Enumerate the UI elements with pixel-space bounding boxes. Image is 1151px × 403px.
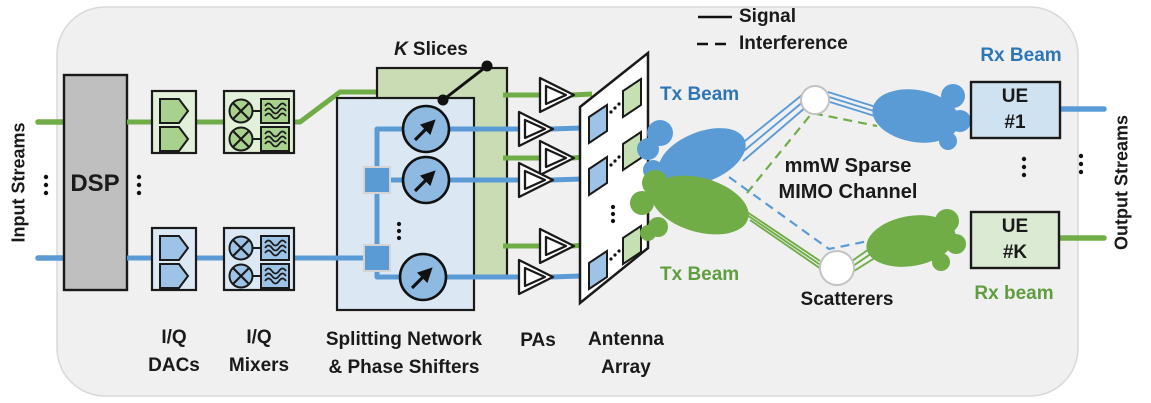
antenna-array-label: Antenna Array (588, 326, 664, 382)
channel-line1: mmW Sparse (784, 155, 912, 177)
k-slices-suffix: Slices (412, 38, 468, 60)
splitting-line1: Splitting Network (325, 329, 483, 350)
signal-lines-blue (734, 91, 879, 162)
antenna-array-panel (578, 50, 650, 306)
pa-triangle-icon (517, 258, 555, 296)
system-container-panel (56, 6, 1079, 397)
splitter-square (363, 166, 391, 194)
scatterer-circle (800, 85, 830, 115)
green-chain-line (127, 89, 382, 125)
pa-triangle-icon (517, 110, 555, 148)
mixer-circle-x-icon (228, 126, 261, 152)
splitter-square (363, 244, 391, 272)
dsp-block (62, 73, 129, 292)
dac-pentagon-icon (159, 98, 190, 124)
iq-mixer-box-blue (222, 226, 296, 292)
splitting-box-ellipsis (396, 221, 402, 241)
tx-beam-bottom-label: Tx Beam (660, 264, 740, 285)
pa-amplifiers (517, 76, 576, 296)
ue1-box (969, 80, 1062, 140)
antenna-line1: Antenna (588, 329, 664, 350)
ue1-label: UE #1 (1002, 84, 1028, 136)
antenna-line2: Array (601, 357, 651, 378)
iq-dac-box-blue (150, 226, 198, 292)
ue1-line2: #1 (1004, 112, 1026, 133)
dsp-label: DSP (70, 170, 120, 198)
uek-box (969, 210, 1061, 270)
splitting-line2: & Phase Shifters (328, 357, 480, 378)
k-slices-k: K (394, 38, 408, 60)
antenna-element-green (622, 224, 642, 266)
rx-beam-blob-blue (872, 84, 971, 150)
mixer-circle-x-icon (228, 263, 261, 289)
input-streams-ellipsis (43, 174, 49, 196)
dsp-output-ellipsis (136, 174, 142, 196)
tx-beam-top-label: Tx Beam (660, 84, 740, 105)
uek-line1: UE (1001, 216, 1029, 237)
filter-wavy-icon (260, 126, 290, 152)
filter-wavy-icon (260, 263, 290, 289)
pa-triangle-icon (538, 139, 576, 177)
tx-beam-blob-green (630, 170, 749, 241)
uek-line2: #K (1002, 242, 1028, 263)
output-streams-label: Output Streams (1111, 114, 1132, 250)
slice-switch-icon (437, 60, 493, 106)
antenna-row-dots (609, 102, 621, 261)
scatterers-label: Scatterers (800, 288, 894, 310)
antenna-element-blue (588, 103, 608, 145)
antenna-element-green (622, 130, 642, 172)
antenna-element-blue (588, 155, 608, 197)
channel-label: mmW Sparse MIMO Channel (779, 153, 918, 205)
phase-shifter-icon (401, 155, 451, 205)
output-streams-ellipsis (1078, 153, 1084, 175)
splitting-network-label: Splitting Network & Phase Shifters (326, 326, 482, 382)
mixer-circle-x-icon (228, 235, 261, 261)
antenna-column-ellipsis (610, 204, 616, 224)
ue1-line1: UE (1001, 86, 1029, 107)
tx-beam-blob-blue (637, 120, 746, 186)
pa-triangle-icon (538, 76, 576, 114)
rx-beam-bottom-label: Rx beam (974, 282, 1054, 304)
rx-beam-top-label: Rx Beam (980, 44, 1062, 66)
pa-triangle-icon (538, 227, 576, 265)
mixer-circle-x-icon (228, 98, 261, 124)
phase-shifter-icon (401, 104, 451, 154)
input-streams-label: Input Streams (8, 122, 29, 243)
dac-pentagon-icon (159, 126, 190, 152)
pas-label: PAs (520, 329, 556, 351)
filter-wavy-icon (260, 98, 290, 124)
iq-dacs-line2: DACs (148, 355, 200, 376)
rx-beam-blob-green (866, 209, 966, 271)
dac-pentagon-icon (159, 263, 190, 289)
channel-line2: MIMO Channel (778, 181, 918, 203)
pa-triangle-icon (517, 161, 555, 199)
interference-line-green (746, 111, 878, 194)
iq-mixer-box-green (222, 89, 296, 155)
iq-mixers-line2: Mixers (228, 355, 290, 376)
iq-mixers-label: I/Q Mixers (229, 324, 289, 380)
scatterer-circle (819, 250, 855, 286)
iq-dac-box-green (150, 89, 198, 155)
iq-dacs-line1: I/Q (161, 327, 187, 348)
legend-interference-label: Interference (739, 33, 848, 54)
filter-wavy-icon (260, 235, 290, 261)
phase-shifter-icon (398, 252, 448, 302)
legend-signal-label: Signal (739, 6, 797, 27)
iq-dacs-label: I/Q DACs (148, 324, 200, 380)
antenna-element-green (622, 77, 642, 119)
uek-label: UE #K (1002, 214, 1028, 266)
dac-pentagon-icon (159, 235, 190, 261)
iq-mixers-line1: I/Q (246, 327, 272, 348)
ue-ellipsis (1021, 156, 1027, 178)
antenna-element-blue (588, 249, 608, 291)
